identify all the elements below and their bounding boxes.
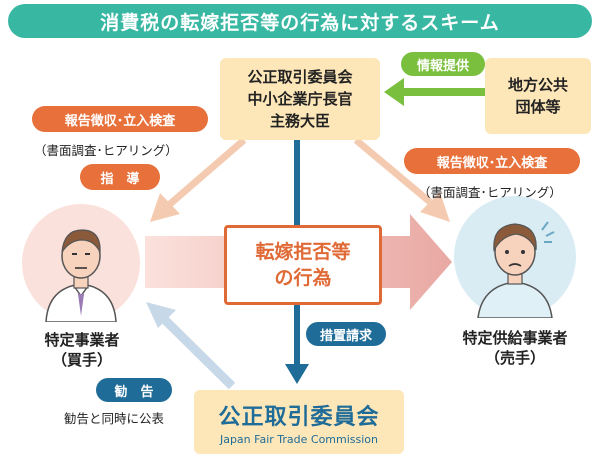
local-gov-line-1: 地方公共 bbox=[507, 76, 568, 94]
center-line-2: の行為 bbox=[274, 267, 332, 289]
authority-to-buyer-arrow bbox=[167, 137, 247, 207]
buyer-line-1: 特定事業者 bbox=[44, 331, 120, 349]
center-box: 転嫁拒否等 の行為 bbox=[224, 225, 382, 305]
left-report-note: （書面調査･ヒアリング） bbox=[34, 143, 178, 158]
seller-circle bbox=[454, 196, 576, 319]
request-label: 措置請求 bbox=[306, 322, 386, 346]
info-provision-label: 情報提供 bbox=[401, 52, 485, 76]
seller-line-2: （売手） bbox=[484, 349, 545, 367]
authority-line-1: 公正取引委員会 bbox=[247, 68, 353, 86]
seller-avatar bbox=[477, 221, 555, 319]
buyer-avatar bbox=[45, 229, 117, 323]
jftc-english: Japan Fair Trade Commission bbox=[219, 432, 379, 446]
authority-to-seller-head bbox=[420, 192, 450, 222]
left-report-label: 報告徴収･立入検査 bbox=[32, 106, 208, 132]
recommendation-arrow-head bbox=[146, 302, 176, 328]
right-report-label: 報告徴収･立入検査 bbox=[404, 148, 580, 174]
authority-box: 公正取引委員会 中小企業庁長官 主務大臣 bbox=[220, 58, 380, 140]
authority-to-seller-arrow bbox=[353, 137, 433, 205]
jftc-box: 公正取引委員会 Japan Fair Trade Commission bbox=[194, 390, 404, 454]
guidance-label: 指 導 bbox=[80, 164, 160, 190]
authority-line-2: 中小企業庁長官 bbox=[247, 90, 353, 108]
buyer-circle bbox=[22, 204, 140, 323]
buyer-label: 特定事業者 （買手） bbox=[24, 330, 140, 370]
seller-label: 特定供給事業者 （売手） bbox=[440, 328, 590, 368]
local-gov-box: 地方公共 団体等 bbox=[485, 58, 591, 134]
local-gov-line-2: 団体等 bbox=[515, 98, 561, 116]
recommendation-note: 勧告と同時に公表 bbox=[64, 411, 165, 426]
recommendation-label: 勧 告 bbox=[96, 378, 172, 402]
info-arrow-head bbox=[384, 78, 404, 106]
authority-to-buyer-head bbox=[150, 193, 180, 222]
seller-line-1: 特定供給事業者 bbox=[462, 329, 568, 347]
page-title: 消費税の転嫁拒否等の行為に対するスキーム bbox=[8, 4, 592, 38]
recommendation-arrow bbox=[159, 314, 236, 390]
authority-line-3: 主務大臣 bbox=[269, 112, 330, 130]
center-line-1: 転嫁拒否等 bbox=[255, 241, 351, 263]
jftc-name: 公正取引委員会 bbox=[218, 404, 380, 430]
request-arrow-head bbox=[285, 364, 309, 384]
buyer-line-2: （買手） bbox=[51, 351, 112, 369]
